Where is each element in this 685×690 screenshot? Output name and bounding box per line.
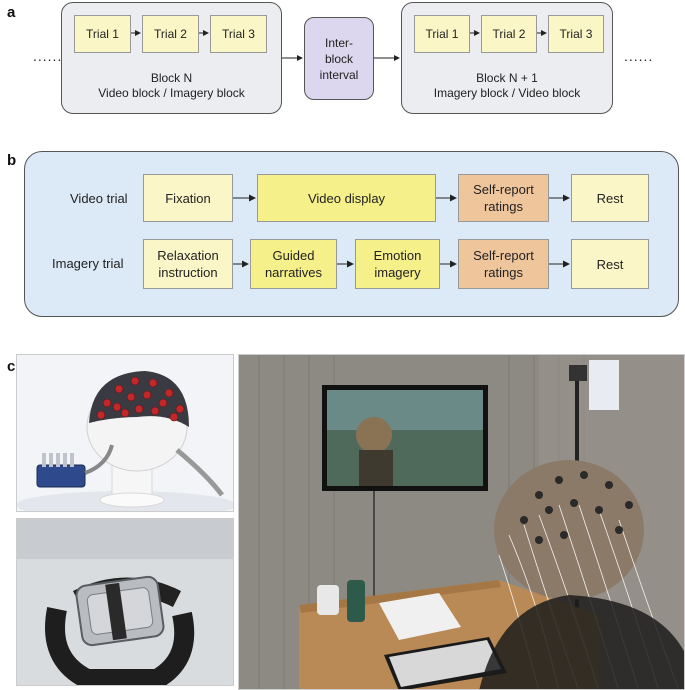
relaxation-line-1: Relaxation [157, 248, 219, 263]
block-n-subtitle: Video block / Imagery block [98, 86, 245, 100]
block-n1-title: Block N + 1 [476, 71, 538, 85]
imagery-step-rest: Rest [571, 239, 649, 289]
imagery-step-rest-text: Rest [596, 256, 624, 272]
imagery-self-report-line-2: ratings [483, 265, 523, 280]
emotion-line-1: Emotion [373, 248, 422, 263]
video-step-fixation: Fixation [143, 174, 233, 222]
ibi-line-3: interval [319, 67, 359, 82]
ellipsis-left: ...... [33, 48, 63, 64]
panel-b-arrows [233, 194, 570, 268]
panel-label-b: b [7, 152, 17, 169]
block-n1-trial-3: Trial 3 [548, 15, 604, 53]
panel-label-c: c [7, 358, 16, 375]
imagery-step-self-report: Self-report ratings [458, 239, 549, 289]
imagery-trial-label: Imagery trial [52, 256, 124, 271]
block-n1-trial-2: Trial 2 [481, 15, 537, 53]
video-step-fixation-text: Fixation [165, 190, 211, 206]
video-step-rest: Rest [571, 174, 649, 222]
ibi-line-2: block [324, 51, 353, 66]
block-n-trial-1: Trial 1 [74, 15, 131, 53]
eeg-cap-illustration [17, 355, 233, 511]
video-step-video-display: Video display [257, 174, 436, 222]
block-n1-trial-1: Trial 1 [414, 15, 470, 53]
experiment-room-illustration [239, 355, 684, 689]
block-n-title: Block N [150, 71, 193, 85]
experiment-room-photo [238, 354, 685, 690]
video-trial-label: Video trial [70, 191, 128, 206]
block-n-trial-2: Trial 2 [142, 15, 199, 53]
inter-block-interval: Inter- block interval [304, 17, 374, 100]
block-n: Trial 1 Trial 2 Trial 3 Block N Video bl… [61, 2, 282, 114]
video-self-report-line-1: Self-report [473, 182, 534, 197]
video-step-self-report: Self-report ratings [458, 174, 549, 222]
panel-label-a: a [7, 4, 16, 21]
imagery-self-report-line-1: Self-report [473, 248, 534, 263]
block-n1-subtitle: Imagery block / Video block [433, 86, 581, 100]
wristband-illustration [17, 519, 233, 685]
eeg-cap-photo [16, 354, 234, 512]
wristband-photo [16, 518, 234, 686]
imagery-step-guided-narratives: Guided narratives [250, 239, 337, 289]
video-step-video-display-text: Video display [307, 190, 386, 206]
imagery-step-relaxation: Relaxation instruction [143, 239, 233, 289]
emotion-line-2: imagery [374, 265, 421, 280]
block-n-plus-1: Trial 1 Trial 2 Trial 3 Block N + 1 Imag… [401, 2, 613, 114]
imagery-step-emotion-imagery: Emotion imagery [355, 239, 440, 289]
ibi-line-1: Inter- [324, 35, 353, 50]
relaxation-line-2: instruction [158, 265, 218, 280]
guided-line-2: narratives [264, 265, 323, 280]
block-n-trial-3: Trial 3 [210, 15, 267, 53]
video-step-rest-text: Rest [596, 190, 624, 206]
panel-a-arrows [131, 30, 547, 61]
ellipsis-right: ...... [624, 48, 654, 64]
video-self-report-line-2: ratings [483, 199, 523, 214]
guided-line-1: Guided [272, 248, 315, 263]
